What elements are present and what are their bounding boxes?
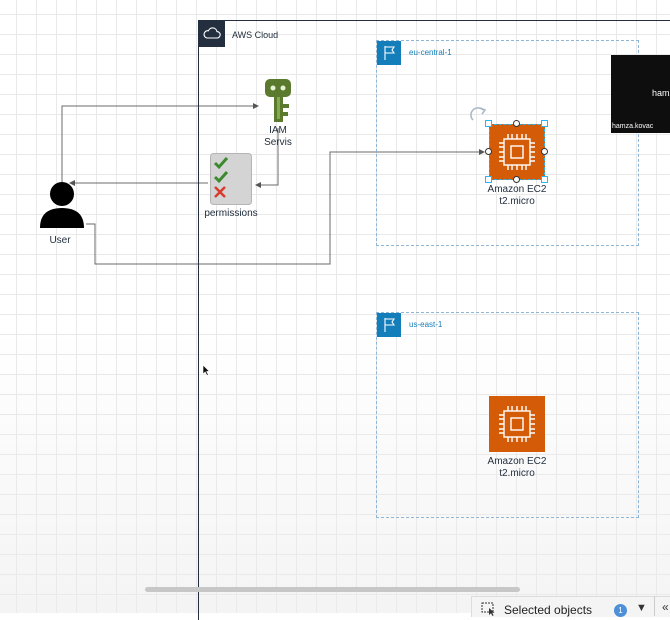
horizontal-scrollbar[interactable]: [145, 587, 520, 592]
video-overlay: hamza hamza.kovac: [611, 55, 670, 133]
resize-handle[interactable]: [485, 176, 492, 183]
chip-icon: [499, 406, 535, 442]
mouse-cursor-icon: [202, 364, 210, 376]
selected-objects-label: Selected objects: [504, 603, 593, 617]
ec2-eu-label: Amazon EC2 t2.micro: [477, 184, 557, 208]
permissions-node[interactable]: [210, 153, 252, 205]
ec2-us-east-node[interactable]: [489, 396, 545, 452]
connection-point[interactable]: [541, 148, 548, 155]
region-label: eu-central-1: [409, 48, 452, 57]
resize-handle[interactable]: [541, 120, 548, 127]
user-label: User: [49, 235, 71, 246]
cloud-icon: [199, 21, 225, 47]
ec2-eu-label-line1: Amazon EC2: [487, 184, 547, 195]
user-icon: [40, 182, 84, 228]
iam-label-line1: IAM: [269, 125, 287, 136]
flag-icon: [377, 313, 401, 337]
chevron-down-icon[interactable]: ▼: [636, 602, 647, 614]
rotate-icon[interactable]: [470, 107, 488, 123]
connector-iam-to-permissions: [255, 128, 279, 188]
status-bar: Selected objects 1 ▼ «: [471, 596, 670, 617]
iam-label: IAM Servis: [258, 125, 298, 149]
select-tool-icon: [481, 602, 495, 616]
ec2-eu-central-node[interactable]: [489, 124, 545, 180]
connector-user-to-ec2: [86, 149, 485, 265]
ec2-us-label-line2: t2.micro: [499, 468, 535, 479]
checklist-icon: [210, 153, 252, 205]
resize-handle[interactable]: [485, 120, 492, 127]
ec2-us-label: Amazon EC2 t2.micro: [477, 456, 557, 480]
key-icon: [265, 79, 291, 122]
user-node[interactable]: [38, 180, 86, 228]
iam-node[interactable]: [262, 77, 294, 125]
resize-handle[interactable]: [541, 176, 548, 183]
region-label: us-east-1: [409, 320, 443, 329]
permissions-label: permissions: [204, 208, 258, 219]
ec2-eu-label-line2: t2.micro: [499, 196, 535, 207]
selected-count-badge: 1: [614, 604, 627, 617]
connection-point[interactable]: [513, 176, 520, 183]
iam-label-line2: Servis: [264, 137, 292, 148]
flag-icon: [377, 41, 401, 65]
ec2-us-label-line1: Amazon EC2: [487, 456, 547, 467]
aws-cloud-label: AWS Cloud: [232, 30, 279, 40]
participant-name: hamza: [652, 88, 670, 98]
aws-cloud-group[interactable]: AWS Cloud: [198, 20, 670, 620]
connector-user-to-iam: [61, 103, 259, 183]
divider: [654, 596, 655, 616]
participant-tag: hamza.kovac: [612, 123, 654, 130]
chip-icon: [499, 134, 535, 170]
connection-point[interactable]: [513, 120, 520, 127]
collapse-icon[interactable]: «: [662, 600, 669, 614]
connection-point[interactable]: [485, 148, 492, 155]
region-us-east-1[interactable]: us-east-1: [376, 312, 639, 518]
selection-outline: [489, 124, 545, 180]
region-eu-central-1[interactable]: eu-central-1: [376, 40, 639, 246]
